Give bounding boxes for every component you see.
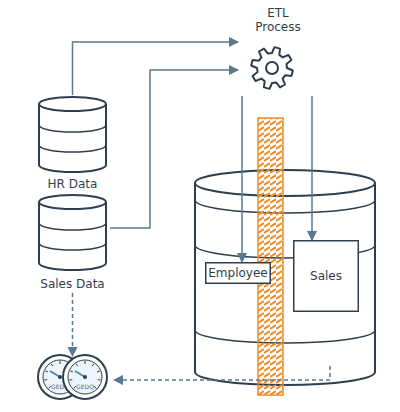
database-body [39, 104, 106, 172]
flow-arrow [311, 96, 313, 240]
gauge-label: GEDQ [61, 383, 109, 390]
gauge-tick [76, 364, 78, 366]
gauge-tick [44, 379, 47, 381]
gauge-tick [98, 379, 101, 381]
table-box: Employee [205, 262, 271, 284]
table-label: Employee [205, 266, 271, 280]
gauge-tick [85, 361, 86, 364]
gauge-tick [69, 379, 72, 381]
gauge-pivot [58, 375, 62, 379]
database-top [39, 97, 106, 111]
orange-hatched-bar [258, 118, 283, 395]
database-body [39, 202, 106, 270]
warehouse-cylinder-body [195, 183, 375, 385]
table-label: Sales [293, 269, 359, 283]
warehouse-cylinder-top [195, 170, 375, 196]
dashed-monitor-line [114, 366, 330, 380]
warehouse-band [195, 330, 375, 343]
flow-arrow [73, 42, 239, 95]
node-outline [61, 353, 109, 401]
database-node: HR Data [35, 95, 110, 193]
gauge-pivot [83, 375, 87, 379]
database-band [39, 223, 106, 230]
gauge-node: GEDQ [61, 353, 109, 401]
dashed-connector [72, 293, 74, 356]
gauge-rim [63, 355, 107, 399]
gear-symbol [251, 47, 293, 89]
warehouse-band [195, 200, 375, 213]
gauge-tick [74, 386, 76, 388]
database-label: Sales Data [35, 277, 110, 291]
database-label: HR Data [35, 177, 110, 191]
gauge-tick [60, 361, 61, 364]
table-box-outline [294, 241, 359, 312]
database-node: Sales Data [35, 193, 110, 293]
gauge-tick [92, 364, 94, 366]
table-box: Sales [293, 240, 359, 312]
database-top [39, 195, 106, 209]
table-box-outline [206, 263, 271, 284]
gauge-tick [97, 371, 100, 372]
process-label: ETL Process [246, 6, 310, 35]
etl-gear-node: ETL Process [238, 4, 318, 96]
gauge-tick [45, 371, 48, 372]
gauge-tick [51, 364, 53, 366]
gear-hub [266, 62, 278, 74]
database-band [39, 125, 106, 132]
flow-arrow [110, 70, 238, 228]
gauge-tick [70, 371, 73, 372]
gauge-tick [94, 386, 96, 388]
gauge-tick [49, 386, 51, 388]
database-band [39, 243, 106, 250]
flow-arrow [241, 96, 243, 262]
database-band [39, 145, 106, 152]
